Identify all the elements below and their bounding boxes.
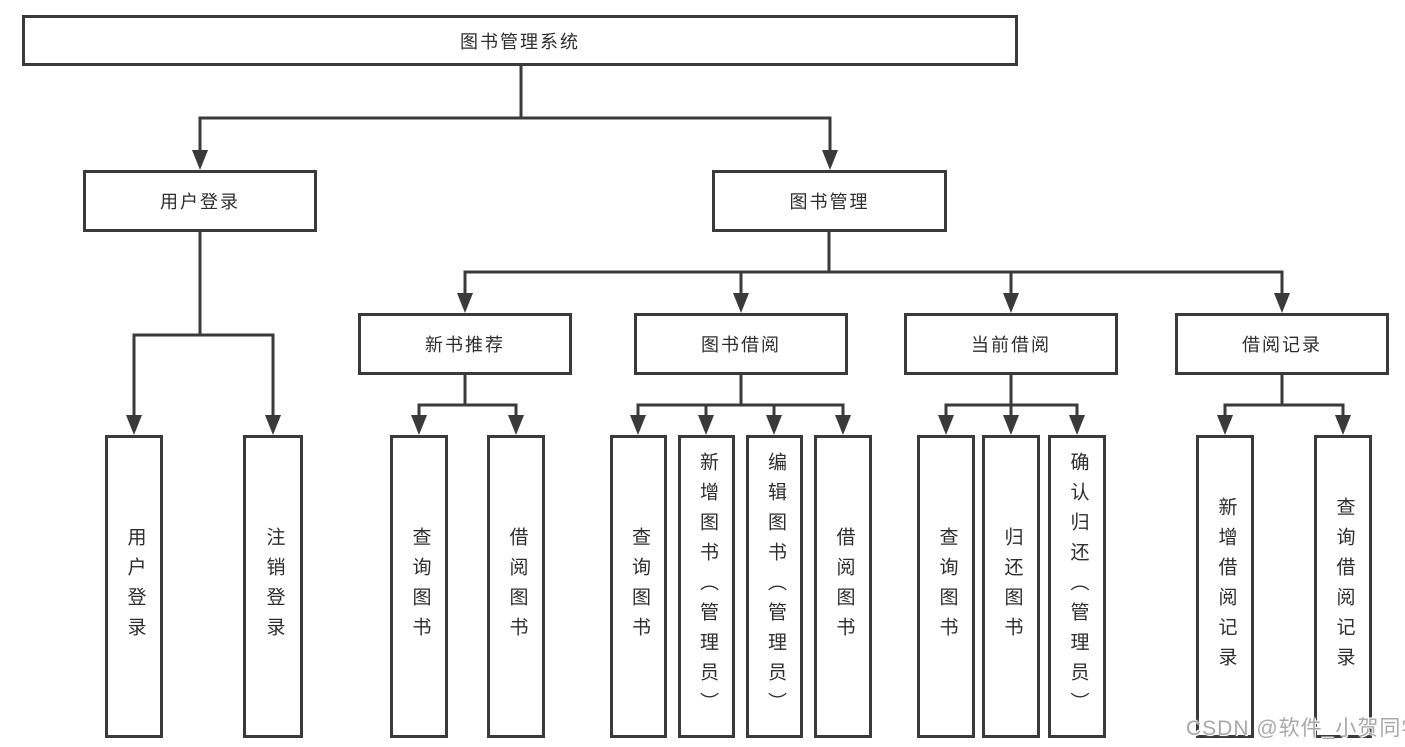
node-label: 确认归还（管理员） xyxy=(1067,451,1089,722)
node-label: 用户登录 xyxy=(124,526,146,647)
node-label: 查询借阅记录 xyxy=(1333,496,1355,677)
node-label: 借阅记录 xyxy=(1242,335,1322,355)
node-borrow-record: 借阅记录 xyxy=(1175,313,1389,375)
node-label: 新书推荐 xyxy=(425,335,505,355)
node-new-book-recommend: 新书推荐 xyxy=(358,313,572,375)
node-user-login: 用户登录 xyxy=(83,170,317,232)
leaf-query-borrow-record: 查询借阅记录 xyxy=(1314,435,1372,738)
leaf-edit-book-admin: 编辑图书（管理员） xyxy=(746,435,803,738)
leaf-query-book-recommend: 查询图书 xyxy=(390,435,448,738)
node-current-borrow: 当前借阅 xyxy=(904,313,1118,375)
csdn-watermark: CSDN @软件_小贺同学 xyxy=(1186,717,1405,740)
node-label: 查询图书 xyxy=(409,526,431,647)
leaf-borrow-book-recommend: 借阅图书 xyxy=(487,435,545,738)
leaf-borrow-book: 借阅图书 xyxy=(814,435,872,738)
node-library-system: 图书管理系统 xyxy=(22,15,1018,66)
node-label: 借阅图书 xyxy=(506,526,528,647)
node-label: 注销登录 xyxy=(263,526,285,647)
node-label: 图书管理系统 xyxy=(460,31,580,52)
leaf-add-book-admin: 新增图书（管理员） xyxy=(678,435,735,738)
leaf-user-login: 用户登录 xyxy=(105,435,163,738)
leaf-query-book-current: 查询图书 xyxy=(917,435,975,738)
node-label: 图书管理 xyxy=(789,192,870,212)
leaf-confirm-return-admin: 确认归还（管理员） xyxy=(1048,435,1106,738)
node-label: 新增借阅记录 xyxy=(1215,496,1237,677)
node-label: 用户登录 xyxy=(160,192,240,212)
leaf-add-borrow-record: 新增借阅记录 xyxy=(1196,435,1254,738)
node-label: 编辑图书（管理员） xyxy=(764,451,786,722)
node-label: 查询图书 xyxy=(628,526,650,647)
node-book-borrow: 图书借阅 xyxy=(634,313,848,375)
node-label: 归还图书 xyxy=(1001,526,1023,647)
node-label: 图书借阅 xyxy=(701,335,781,355)
leaf-return-book: 归还图书 xyxy=(982,435,1040,738)
node-label: 当前借阅 xyxy=(971,335,1051,355)
node-book-management: 图书管理 xyxy=(712,170,947,232)
leaf-logout: 注销登录 xyxy=(243,435,303,738)
node-label: 新增图书（管理员） xyxy=(696,451,718,722)
leaf-query-book-borrow: 查询图书 xyxy=(610,435,667,738)
node-label: 借阅图书 xyxy=(833,526,855,647)
node-label: 查询图书 xyxy=(936,526,958,647)
